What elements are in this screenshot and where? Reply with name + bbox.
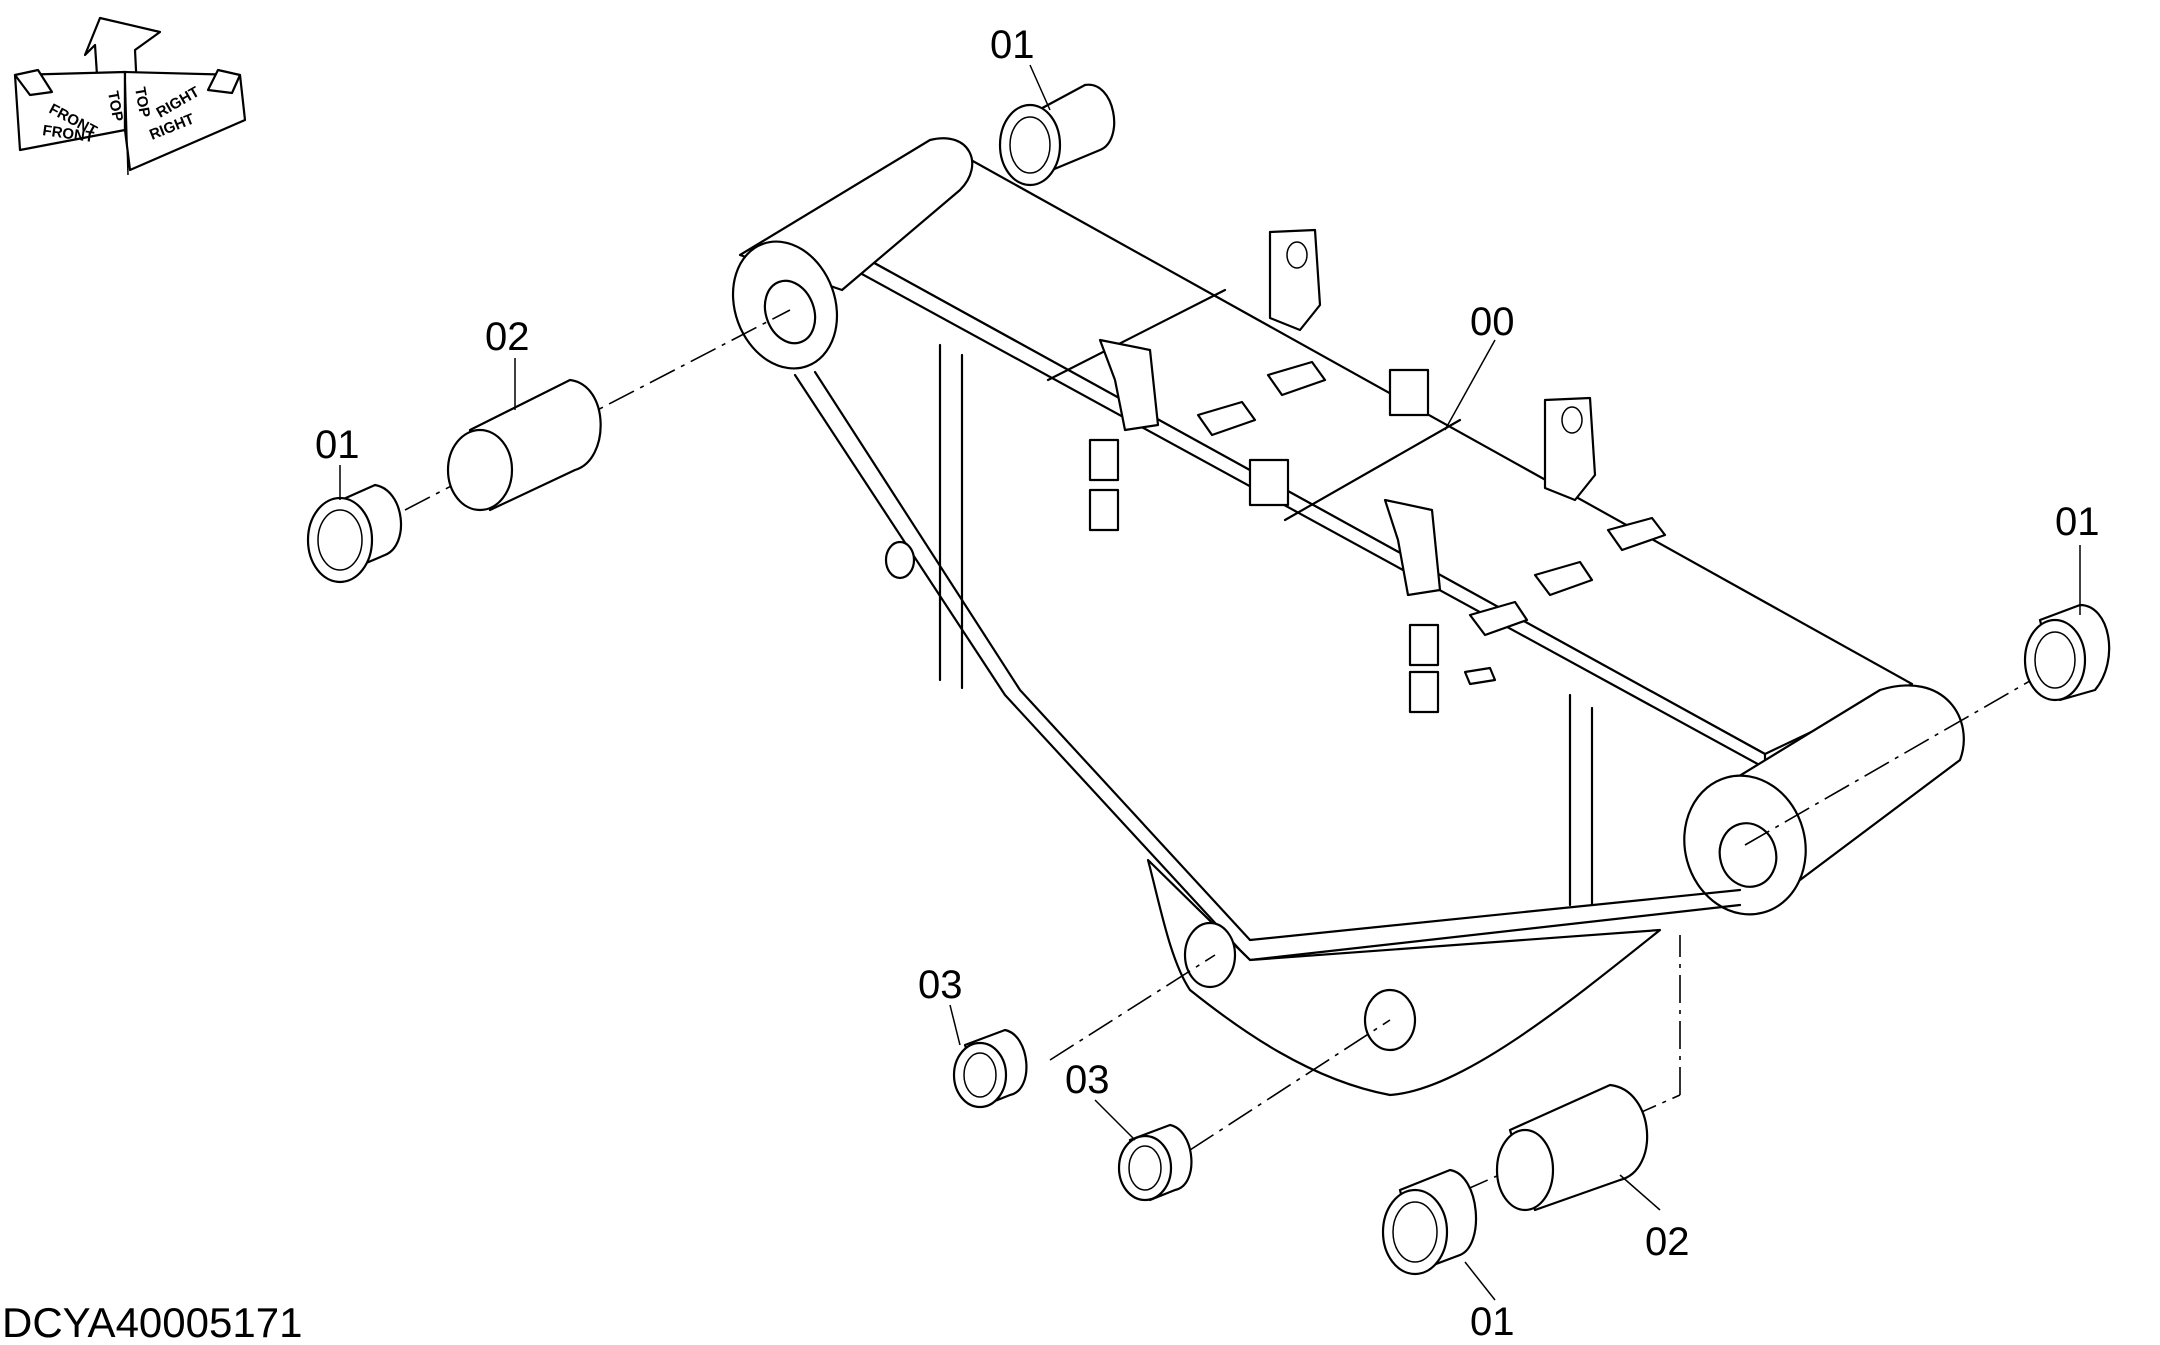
callout-00-frame: 00	[1470, 300, 1515, 344]
callout-01-top: 01	[990, 23, 1035, 67]
callout-03-b: 03	[1065, 1058, 1110, 1102]
callout-02-left: 02	[485, 315, 530, 359]
bushing-01-right	[2023, 603, 2111, 702]
callout-01-left: 01	[315, 423, 360, 467]
callout-01-bottom: 01	[1470, 1300, 1515, 1344]
drawing-id: DCYA40005171	[2, 1299, 302, 1345]
callout-03-a: 03	[918, 963, 963, 1007]
orientation-top-label: TOP	[104, 90, 126, 123]
bushing-01-top	[998, 83, 1116, 187]
sleeve-02-left	[446, 378, 602, 512]
orientation-indicator: FRONT FRONT TOP TOP RIGHT RIGHT	[13, 16, 247, 176]
collar-03-a	[952, 1028, 1028, 1109]
collar-03-b	[1117, 1123, 1193, 1202]
callout-02-bottom: 02	[1645, 1220, 1690, 1264]
main-frame	[731, 137, 1965, 1097]
bushing-01-bottom	[1381, 1168, 1478, 1276]
sleeve-02-bottom	[1495, 1083, 1649, 1212]
callout-01-right: 01	[2055, 500, 2100, 544]
orientation-top-label-2: TOP	[131, 86, 153, 119]
callout-leaders	[339, 64, 2081, 1301]
bushing-01-left	[306, 483, 403, 584]
